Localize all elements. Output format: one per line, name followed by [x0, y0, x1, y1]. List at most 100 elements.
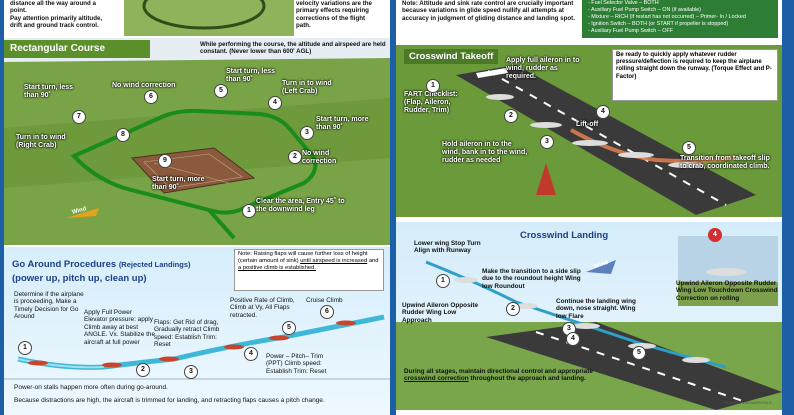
go-around-title: Go Around Procedures (Rejected Landings) [12, 259, 191, 270]
top-grass-image [124, 0, 294, 36]
landing-footer-text: During all stages, maintain directional … [404, 368, 593, 375]
checklist-item: - Ignition Switch – BOTH (or START if pr… [588, 21, 729, 27]
rect-step-7: 7 [72, 110, 86, 124]
top-right-line: path. [296, 22, 311, 30]
go-around-step-4-text: Positive Rate of Climb, Climb at Vy, All… [230, 297, 295, 319]
go-around-step-2-text: Apply Full Power Elevator pressure: appl… [84, 309, 156, 346]
rect-step-4: 4 [268, 96, 282, 110]
rect-course-note: While performing the course, the altitud… [200, 41, 386, 56]
takeoff-label-3: Hold aileron in to the wind, bank in to … [442, 141, 528, 164]
rect-label-8: Turn in to wind (Right Crab) [16, 134, 66, 149]
top-left-line: point. [10, 7, 27, 15]
go-around-flightpath [4, 314, 390, 380]
go-around-note: Note: Raising flaps will cause further l… [234, 249, 384, 291]
takeoff-label-1: FART Checklist: (Flap, Aileron, Rudder, … [404, 91, 458, 114]
landing-footer-underline: crosswind correction [404, 375, 469, 383]
takeoff-step-5: 5 [682, 141, 696, 155]
rect-step-6: 6 [144, 90, 158, 104]
rect-label-3: Start turn, more than 90˚ [316, 116, 369, 131]
checklist-item: - Auxiliary Fuel Pump Switch – ON (if av… [588, 7, 701, 13]
landing-step-5: 5 [632, 346, 646, 360]
go-around-footer-2: Because distractions are high, the aircr… [14, 397, 325, 404]
takeoff-step-4: 4 [596, 105, 610, 119]
go-around-step-6-text: Cruise Climb [306, 297, 343, 304]
top-right-text: velocity variations are the primary effe… [296, 0, 388, 30]
takeoff-step-2: 2 [504, 109, 518, 123]
go-around-footer-1: Power-on stalls happen more often during… [14, 384, 168, 391]
rect-step-8: 8 [116, 128, 130, 142]
go-around-note-underline: until airspeed is increased [300, 258, 368, 264]
checklist: - Fuel Selector Valve – BOTH - Auxiliary… [588, 0, 774, 35]
go-around-section: Go Around Procedures (Rejected Landings)… [4, 247, 390, 415]
rect-step-5: 5 [214, 84, 228, 98]
checklist-item: - Fuel Selector Valve – BOTH [588, 0, 659, 6]
crosswind-takeoff-section: Crosswind Takeoff Be ready to quickly ap… [396, 45, 782, 217]
rect-label-2: No wind correction [302, 150, 337, 165]
go-around-note-underline: a positive climb is established. [238, 265, 316, 271]
rect-label-1: Clear the area, Entry 45˚ to the downwin… [256, 198, 345, 213]
top-note: Note: Attitude and sink rate control are… [402, 0, 575, 22]
right-page: Note: Attitude and sink rate control are… [396, 0, 782, 415]
takeoff-step-1: 1 [426, 79, 440, 93]
rect-course-title: Rectangular Course [4, 40, 150, 58]
top-left-text: distance all the way around a point. Pay… [10, 0, 125, 30]
crosswind-landing-section: Crosswind Landing 4 Lower wing Stop Turn… [396, 222, 782, 410]
go-around-step-3: 3 [184, 365, 198, 379]
crosswind-landing-title: Crosswind Landing [520, 230, 609, 241]
rect-step-3: 3 [300, 126, 314, 140]
takeoff-label-2: Apply full aileron in to wind, rudder as… [506, 57, 580, 80]
takeoff-step-3: 3 [540, 135, 554, 149]
crosswind-takeoff-note: Be ready to quickly apply whatever rudde… [612, 49, 778, 101]
landing-label-5: Upwind Aileron Opposite Rudder Wing Low … [676, 280, 778, 302]
landing-badge: 4 [708, 228, 722, 242]
go-around-step-1-text: Determine if the airplane is proceeding,… [14, 291, 84, 321]
rect-label-6: No wind correction [112, 82, 176, 89]
top-right-line: corrections of the flight [296, 14, 366, 22]
go-around-step-3-text: Flaps: Get Rid of drag, Gradually retrac… [154, 319, 220, 349]
checklist-item: - Auxiliary Fuel Pump Switch – OFF [588, 28, 674, 34]
landing-step-1: 1 [436, 274, 450, 288]
rect-course-section: Rectangular Course While performing the … [4, 38, 390, 245]
top-left-line: Pay attention primarily altitude, [10, 14, 103, 22]
rect-label-4: Turn in to wind (Left Crab) [282, 80, 332, 95]
go-around-note-text: Note: Raising flaps will cause further l… [238, 251, 368, 264]
checklist-item: - Mixture – RICH (if restart has not occ… [588, 14, 746, 20]
rect-step-9: 9 [158, 154, 172, 168]
left-page: distance all the way around a point. Pay… [4, 0, 390, 415]
go-around-title-main: Go Around Procedures [12, 259, 117, 270]
go-around-note-text: and [367, 258, 379, 264]
go-around-step-4: 4 [244, 347, 258, 361]
crosswind-takeoff-title: Crosswind Takeoff [404, 49, 499, 64]
go-around-step-5: 5 [282, 321, 296, 335]
top-right-line: velocity variations are the [296, 0, 373, 7]
left-top-strip: distance all the way around a point. Pay… [4, 0, 390, 38]
flight-fundamentals-logo: FLIGHT FUNDAMENTALS [724, 400, 772, 405]
landing-label-4: Continue the landing wing down, nose str… [556, 298, 636, 320]
go-around-subtitle: (power up, pitch up, clean up) [12, 273, 147, 284]
go-around-step-2: 2 [136, 363, 150, 377]
landing-label-2: Make the transition to a side slip due t… [482, 268, 581, 290]
checklist-box: - Fuel Selector Valve – BOTH - Auxiliary… [582, 0, 778, 38]
rect-label-7: Start turn, less than 90˚ [24, 84, 74, 99]
rect-label-5: Start turn, less than 90˚ [226, 68, 276, 83]
landing-runway-graphic [396, 236, 782, 410]
top-track-graphic [142, 0, 266, 30]
go-around-step-1: 1 [18, 341, 32, 355]
rect-step-2: 2 [288, 150, 302, 164]
landing-step-4: 4 [566, 332, 580, 346]
landing-step-2: 2 [506, 302, 520, 316]
top-left-line: distance all the way around a [10, 0, 96, 7]
rect-label-9: Start turn, more than 90˚ [152, 176, 205, 191]
landing-footer: During all stages, maintain directional … [404, 368, 594, 383]
takeoff-label-5: Transition from takeoff slip to crab, co… [680, 155, 770, 170]
landing-footer-text: throughout the approach and landing. [468, 375, 586, 383]
top-left-line: drift and ground track control. [10, 22, 99, 30]
go-around-title-sub: (Rejected Landings) [118, 260, 191, 269]
landing-label-1: Lower wing Stop Turn Align with Runway [414, 240, 481, 255]
go-around-step-6: 6 [320, 305, 334, 319]
takeoff-label-liftoff: Lift-off [576, 121, 599, 128]
landing-label-3: Upwind Aileron Opposite Rudder Wing Low … [402, 302, 479, 324]
top-right-line: primary effects requiring [296, 7, 369, 15]
go-around-step-5-text: Power – Pitch– Trim (PPT) Climb speed: E… [266, 353, 327, 375]
rect-step-1: 1 [242, 204, 256, 218]
